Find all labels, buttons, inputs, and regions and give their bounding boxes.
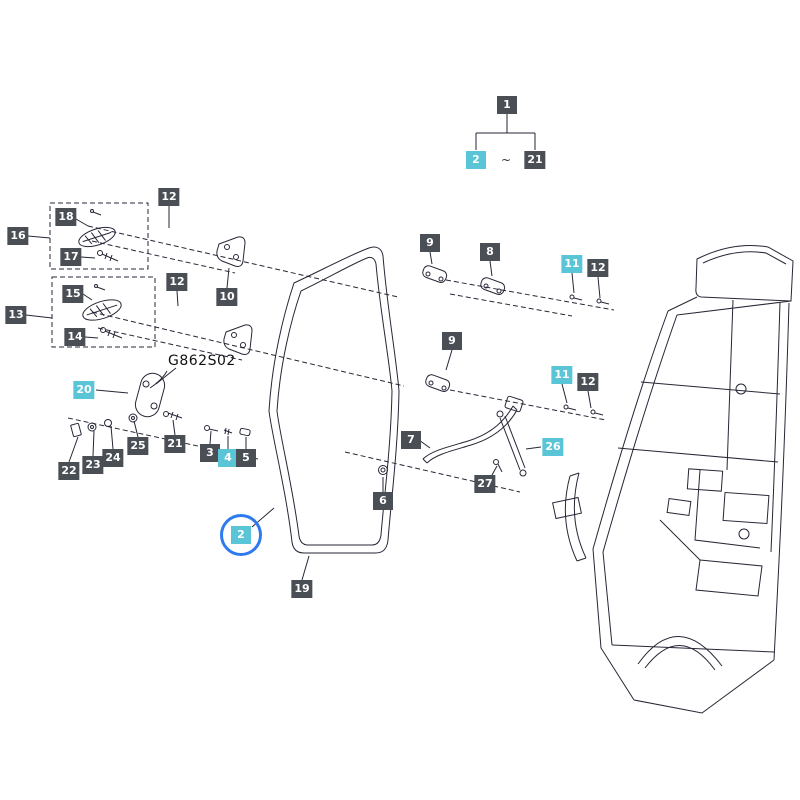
part-label-12[interactable]: 12 xyxy=(158,188,180,206)
outer-handle-and-strut xyxy=(378,395,527,477)
part-label-21[interactable]: 21 xyxy=(164,435,186,453)
part-label-~: ~ xyxy=(500,153,512,167)
part-label-14[interactable]: 14 xyxy=(64,328,86,346)
part-label-8[interactable]: 8 xyxy=(480,243,500,261)
door-seal-drawing xyxy=(268,246,400,554)
part-label-12[interactable]: 12 xyxy=(587,259,609,277)
handle-kit-groups xyxy=(49,202,156,348)
part-label-12[interactable]: 12 xyxy=(577,373,599,391)
part-label-10[interactable]: 10 xyxy=(216,288,238,306)
part-label-9[interactable]: 9 xyxy=(442,332,462,350)
part-label-18[interactable]: 18 xyxy=(55,208,77,226)
part-label-25[interactable]: 25 xyxy=(127,437,149,455)
escutcheon-plate-20 xyxy=(134,370,168,418)
part-label-2[interactable]: 2 xyxy=(231,526,251,544)
door-handle-15 xyxy=(82,299,122,321)
part-label-17[interactable]: 17 xyxy=(60,248,82,266)
part-label-24[interactable]: 24 xyxy=(102,449,124,467)
latch-lever-parts xyxy=(422,265,610,416)
part-label-4[interactable]: 4 xyxy=(218,449,238,467)
part-label-12[interactable]: 12 xyxy=(166,273,188,291)
part-label-5[interactable]: 5 xyxy=(236,449,256,467)
door-handle-18 xyxy=(78,226,116,248)
part-label-15[interactable]: 15 xyxy=(62,285,84,303)
part-label-1[interactable]: 1 xyxy=(497,96,517,114)
part-label-11[interactable]: 11 xyxy=(551,366,573,384)
part-label-16[interactable]: 16 xyxy=(7,227,29,245)
part-label-11[interactable]: 11 xyxy=(561,255,583,273)
part-label-9[interactable]: 9 xyxy=(420,234,440,252)
part-label-13[interactable]: 13 xyxy=(5,306,27,324)
leader-lines xyxy=(25,206,601,581)
tree-connector xyxy=(475,114,536,150)
part-label-21[interactable]: 21 xyxy=(524,151,546,169)
part-label-22[interactable]: 22 xyxy=(58,462,80,480)
part-label-23[interactable]: 23 xyxy=(82,456,104,474)
part-label-6[interactable]: 6 xyxy=(373,492,393,510)
part-label-20[interactable]: 20 xyxy=(73,381,95,399)
part-label-2[interactable]: 2 xyxy=(466,151,486,169)
part-label-19[interactable]: 19 xyxy=(291,580,313,598)
part-label-26[interactable]: 26 xyxy=(542,438,564,456)
hinge-parts xyxy=(216,236,253,355)
part-label-7[interactable]: 7 xyxy=(401,431,421,449)
assembly-code: G862S02 xyxy=(168,353,236,369)
cab-frame-drawing xyxy=(552,245,794,714)
part-label-3[interactable]: 3 xyxy=(200,444,220,462)
part-label-27[interactable]: 27 xyxy=(474,475,496,493)
fastener-parts xyxy=(70,411,251,438)
